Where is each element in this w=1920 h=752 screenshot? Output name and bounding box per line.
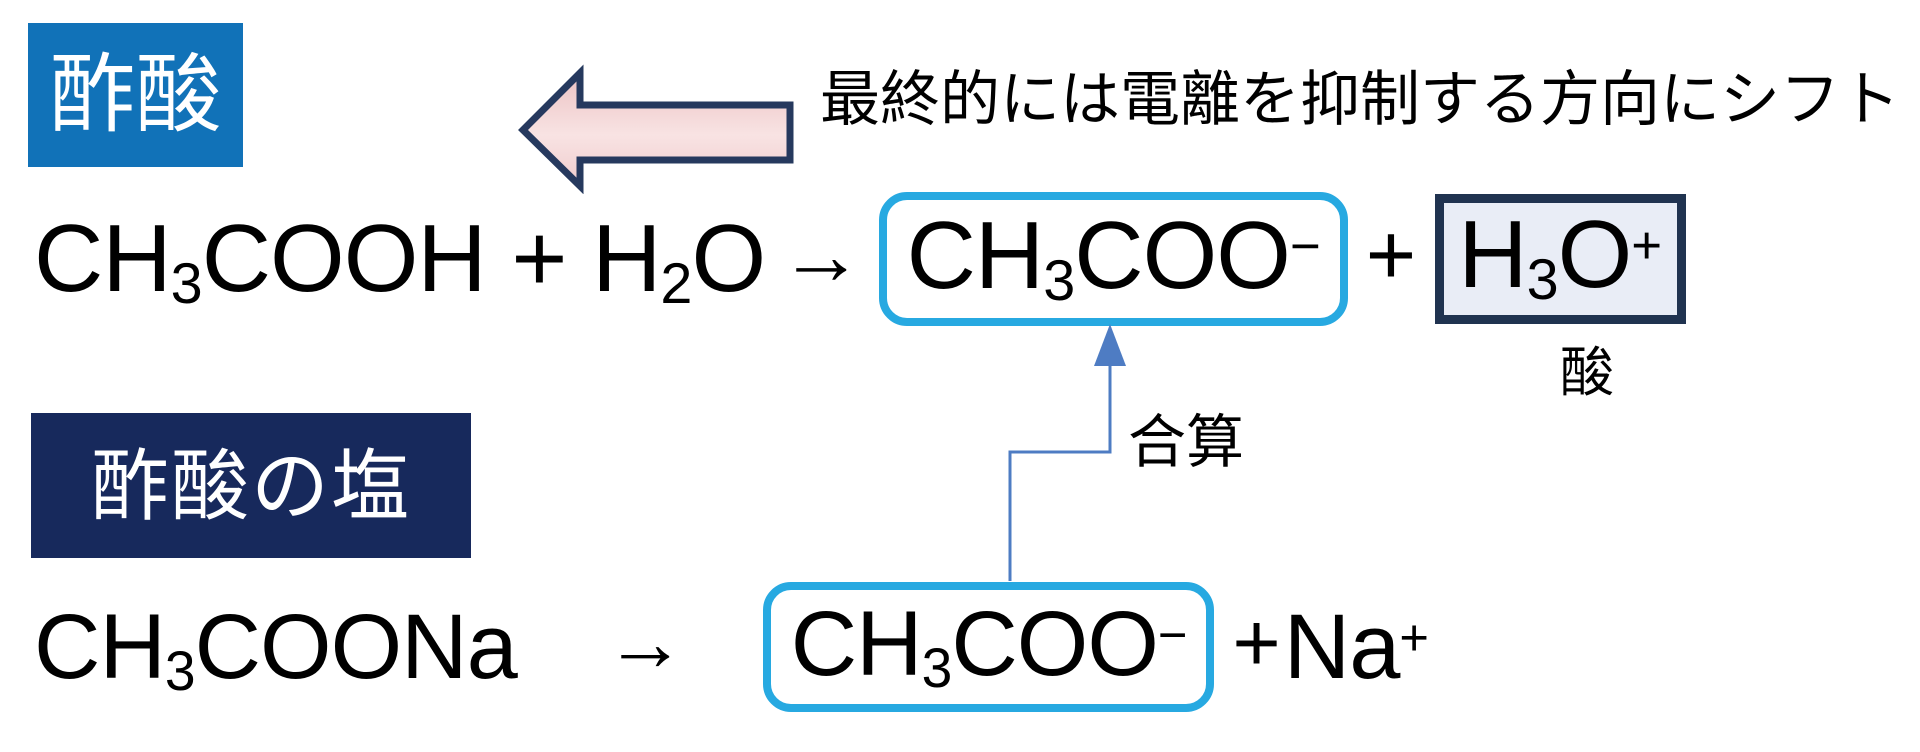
sum-annotation-label: 合算 xyxy=(1128,410,1245,475)
acetate-ion-highlight-box: CH3COO− xyxy=(762,581,1215,712)
acid-label-chip: 酢酸 xyxy=(28,23,243,167)
acetate-ion-highlight-box: CH3COO− xyxy=(878,191,1348,326)
salt-label-text: 酢酸の塩 xyxy=(90,441,411,530)
shift-direction-note: 最終的には電離を抑制する方向にシフト xyxy=(820,66,1900,133)
hydronium-ion-box: H3O+ xyxy=(1435,193,1687,324)
sum-connector-arrow-icon xyxy=(1008,324,1126,581)
plus-sign: + xyxy=(1232,596,1280,690)
acetic-acid-equation: CH3COOH + H2O → CH3COO− + H3O+ xyxy=(34,186,1687,331)
left-block-arrow-icon xyxy=(518,64,794,194)
reaction-arrow: → xyxy=(604,598,686,689)
reactants-formula: CH3COOH + H2O xyxy=(34,204,766,317)
reaction-arrow: → xyxy=(779,208,863,303)
sodium-acetate-equation: CH3COONa → CH3COO− + Na+ xyxy=(34,574,1429,719)
acid-caption: 酸 xyxy=(1560,343,1614,403)
plus-sign: + xyxy=(1365,207,1416,304)
reactant-formula: CH3COONa xyxy=(34,595,518,702)
acid-label-text: 酢酸 xyxy=(49,47,222,143)
sodium-ion-formula: Na+ xyxy=(1283,595,1429,698)
salt-label-chip: 酢酸の塩 xyxy=(31,413,471,558)
